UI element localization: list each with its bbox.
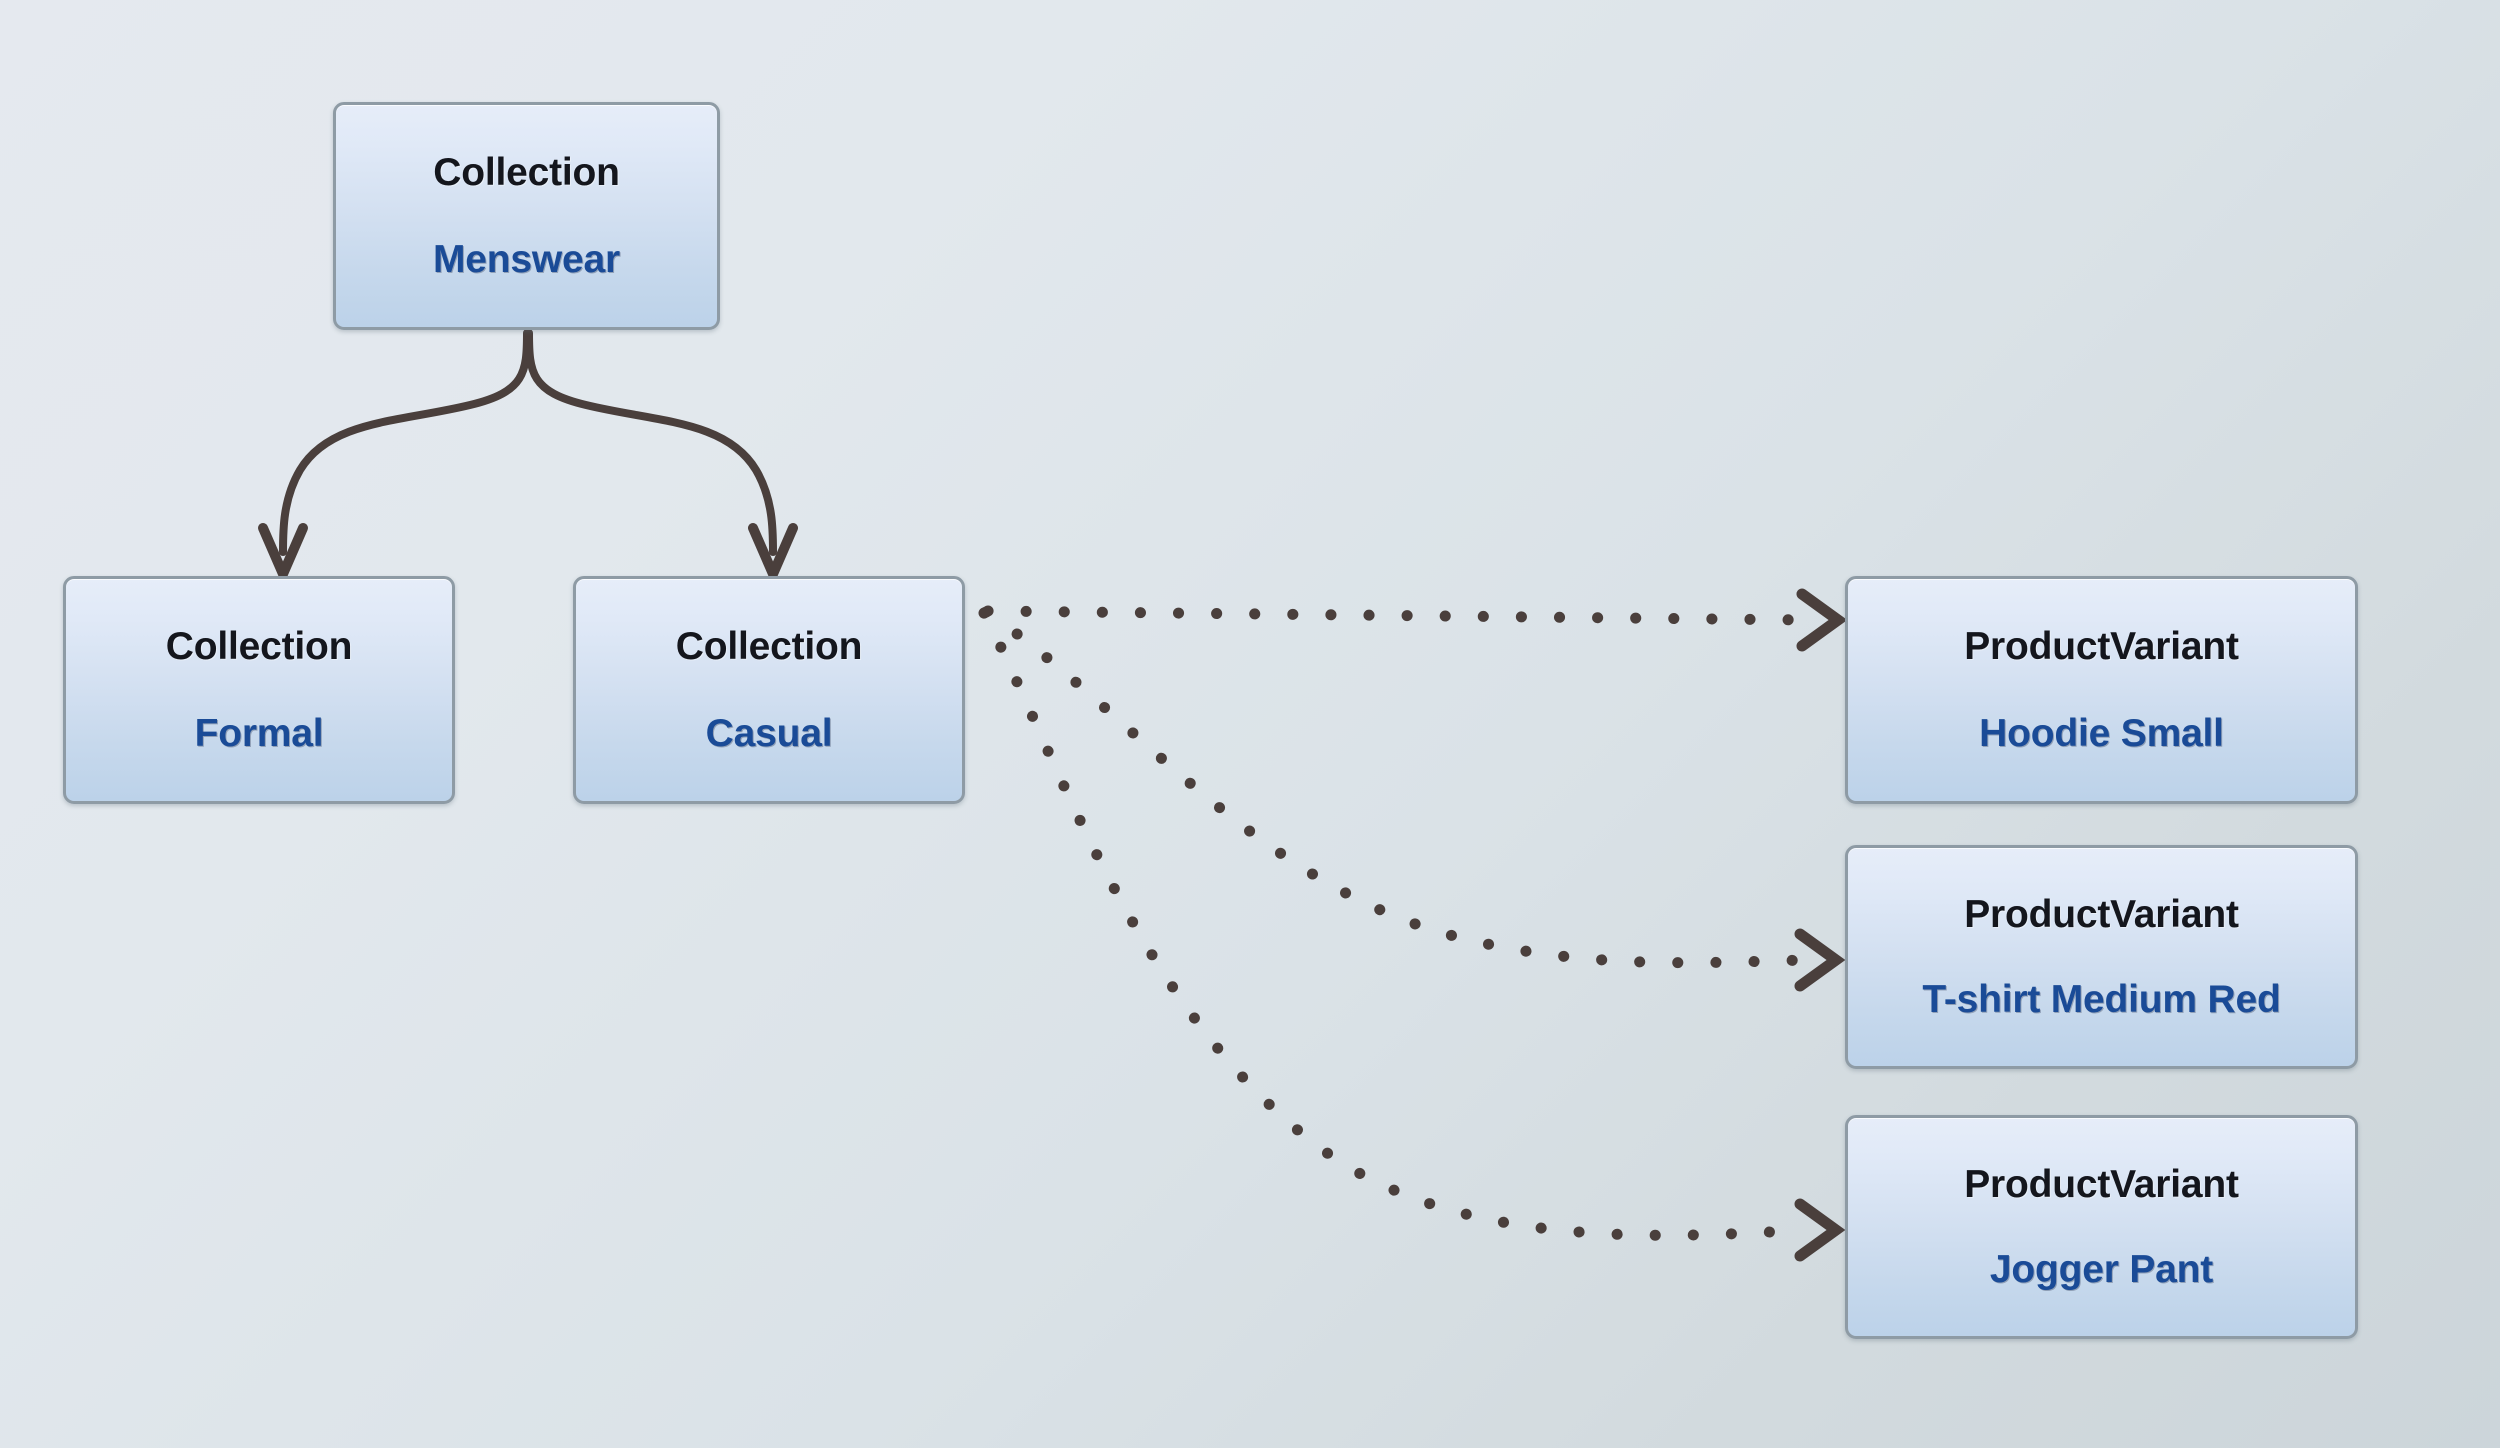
- node-type-label: Collection: [675, 625, 863, 668]
- node-productvariant-jogger-pant[interactable]: ProductVariant Jogger Pant: [1845, 1115, 2358, 1339]
- node-type-label: Collection: [433, 151, 620, 194]
- node-value-label: Menswear: [433, 238, 620, 281]
- edge-menswear-to-formal: [258, 329, 531, 579]
- node-value-label: Formal: [194, 712, 324, 755]
- node-collection-formal[interactable]: Collection Formal: [63, 576, 455, 804]
- node-type-label: ProductVariant: [1964, 1163, 2239, 1206]
- node-value-label: Casual: [705, 712, 833, 755]
- node-collection-casual[interactable]: Collection Casual: [573, 576, 965, 804]
- edge-menswear-to-casual: [525, 329, 798, 579]
- node-value-label: Hoodie Small: [1979, 712, 2224, 755]
- node-type-label: ProductVariant: [1964, 625, 2239, 668]
- node-collection-menswear[interactable]: Collection Menswear: [333, 102, 720, 330]
- edge-casual-to-tshirt-medium-red: [980, 606, 1846, 992]
- node-value-label: T-shirt Medium Red: [1922, 978, 2281, 1021]
- node-type-label: ProductVariant: [1964, 893, 2239, 936]
- node-productvariant-tshirt-medium-red[interactable]: ProductVariant T-shirt Medium Red: [1845, 845, 2358, 1069]
- edge-casual-to-hoodie-small: [982, 588, 1848, 652]
- node-type-label: Collection: [165, 625, 353, 668]
- node-productvariant-hoodie-small[interactable]: ProductVariant Hoodie Small: [1845, 576, 2358, 804]
- node-value-label: Jogger Pant: [1989, 1248, 2214, 1291]
- edge-casual-to-jogger-pant: [978, 607, 1846, 1262]
